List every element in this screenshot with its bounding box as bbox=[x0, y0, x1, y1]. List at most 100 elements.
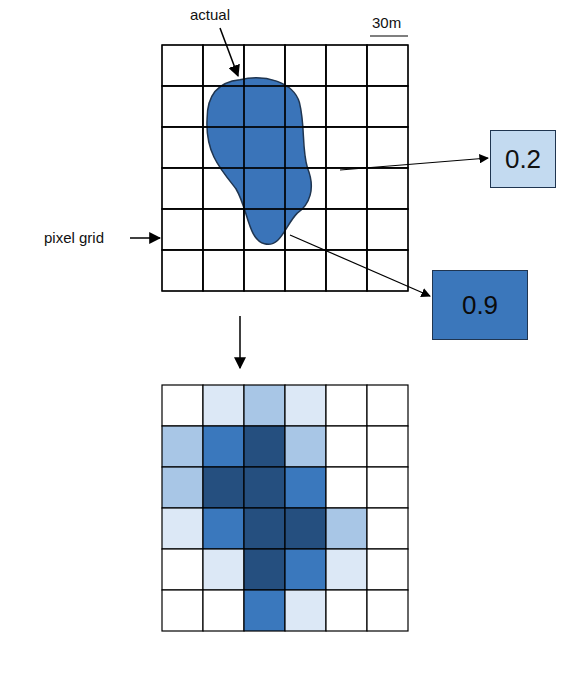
pixel-cell bbox=[244, 209, 285, 250]
pixel-cell bbox=[285, 385, 326, 426]
pixel-cell bbox=[285, 426, 326, 467]
pixel-cell bbox=[162, 250, 203, 291]
pixel-cell bbox=[367, 467, 408, 508]
pixel-cell bbox=[162, 86, 203, 127]
pixel-cell bbox=[162, 508, 203, 549]
pixel-cell bbox=[244, 127, 285, 168]
pixel-cell bbox=[162, 127, 203, 168]
pixel-cell bbox=[285, 467, 326, 508]
pixel-cell bbox=[162, 549, 203, 590]
pixel-cell bbox=[326, 250, 367, 291]
pixel-cell bbox=[367, 168, 408, 209]
pixel-value: 0.9 bbox=[462, 290, 498, 321]
pixel-cell bbox=[367, 385, 408, 426]
pixel-cell bbox=[285, 549, 326, 590]
pixel-cell bbox=[203, 45, 244, 86]
pixel-cell bbox=[326, 45, 367, 86]
pixel-cell bbox=[162, 209, 203, 250]
pixel-cell bbox=[367, 86, 408, 127]
pixel-cell bbox=[326, 168, 367, 209]
pixel-cell bbox=[367, 209, 408, 250]
pixel-cell bbox=[203, 250, 244, 291]
pixel-cell bbox=[162, 426, 203, 467]
pixel-cell bbox=[326, 385, 367, 426]
pixel-cell bbox=[285, 168, 326, 209]
pixel-cell bbox=[326, 549, 367, 590]
pixel-cell bbox=[203, 209, 244, 250]
pixel-cell bbox=[326, 467, 367, 508]
pixel-cell bbox=[367, 590, 408, 631]
pixel-cell bbox=[285, 209, 326, 250]
pixel-cell bbox=[367, 508, 408, 549]
pixel-cell bbox=[326, 209, 367, 250]
pixel-cell bbox=[162, 250, 203, 291]
pixel-cell bbox=[285, 250, 326, 291]
pixel-cell bbox=[162, 590, 203, 631]
pixel-cell bbox=[203, 549, 244, 590]
pixel-cell bbox=[326, 250, 367, 291]
actual-shape bbox=[207, 78, 311, 244]
pixel-cell bbox=[162, 86, 203, 127]
down-arrow bbox=[239, 316, 241, 368]
pixel-cell bbox=[326, 590, 367, 631]
pixel-cell bbox=[367, 45, 408, 86]
pixel-cell bbox=[326, 168, 367, 209]
pixel-cell bbox=[285, 127, 326, 168]
pixel-cell bbox=[326, 86, 367, 127]
classified-grid bbox=[162, 385, 408, 631]
shape-label: actual bbox=[190, 6, 230, 23]
pixel-cell bbox=[244, 250, 285, 291]
leader-arrow bbox=[290, 235, 430, 296]
pixel-cell bbox=[244, 45, 285, 86]
pixel-cell bbox=[326, 127, 367, 168]
pixel-cell bbox=[203, 127, 244, 168]
pixel-cell bbox=[244, 549, 285, 590]
pixel-cell bbox=[367, 549, 408, 590]
pixel-cell bbox=[326, 45, 367, 86]
pixel-cell bbox=[285, 86, 326, 127]
pixel-cell bbox=[162, 168, 203, 209]
pixel-cell bbox=[203, 385, 244, 426]
scale-label: 30m bbox=[372, 14, 401, 31]
pixel-cell bbox=[203, 508, 244, 549]
leader-arrow bbox=[340, 158, 488, 170]
pixel-cell bbox=[326, 426, 367, 467]
pixel-cell bbox=[367, 250, 408, 291]
pixel-cell bbox=[162, 467, 203, 508]
pixel-cell bbox=[244, 426, 285, 467]
pixel-cell bbox=[326, 508, 367, 549]
pixel-cell bbox=[244, 508, 285, 549]
pixel-cell bbox=[244, 385, 285, 426]
pixel-cell bbox=[367, 250, 408, 291]
pixel-cell bbox=[203, 426, 244, 467]
pixel-cell bbox=[285, 45, 326, 86]
pixel-cell bbox=[285, 508, 326, 549]
pixel-cell bbox=[367, 168, 408, 209]
pixel-cell bbox=[367, 127, 408, 168]
pixel-cell bbox=[367, 209, 408, 250]
pixel-cell bbox=[285, 590, 326, 631]
pixel-cell bbox=[244, 168, 285, 209]
leader-arrow bbox=[130, 237, 160, 239]
pixel-cell bbox=[244, 86, 285, 127]
pixel-cell bbox=[367, 45, 408, 86]
pixel-cell bbox=[162, 45, 203, 86]
pixel-cell bbox=[203, 86, 244, 127]
pixel-cell bbox=[162, 168, 203, 209]
pixel-cell bbox=[367, 86, 408, 127]
grid-label: pixel grid bbox=[44, 229, 104, 246]
pixel-cell bbox=[367, 127, 408, 168]
pixel-cell bbox=[326, 86, 367, 127]
pixel-value: 0.2 bbox=[505, 144, 541, 175]
pixel-cell bbox=[162, 209, 203, 250]
pixel-cell bbox=[244, 467, 285, 508]
value-box: 0.2 bbox=[490, 130, 556, 188]
pixel-cell bbox=[244, 590, 285, 631]
pixel-cell bbox=[203, 168, 244, 209]
pixel-cell bbox=[244, 250, 285, 291]
leader-arrow bbox=[220, 28, 238, 76]
pixel-cell bbox=[285, 250, 326, 291]
pixel-cell bbox=[203, 209, 244, 250]
scale-bar bbox=[370, 35, 408, 36]
pixel-cell bbox=[162, 45, 203, 86]
